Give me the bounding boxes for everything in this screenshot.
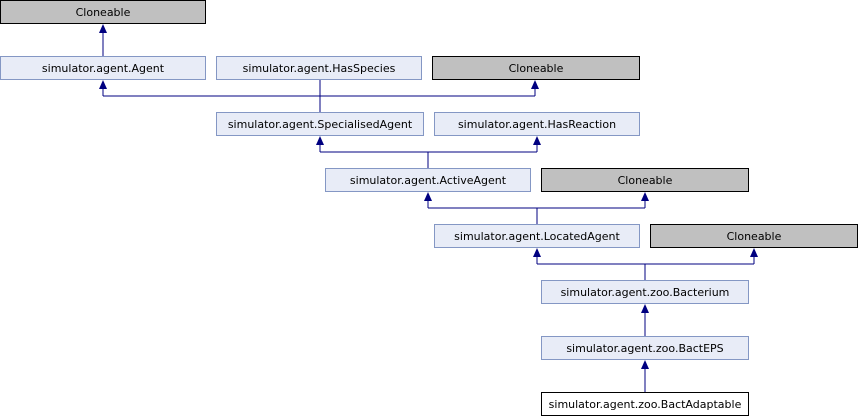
arrowhead [533, 136, 541, 145]
node-agent[interactable]: simulator.agent.Agent [0, 56, 206, 80]
arrowhead [641, 360, 649, 369]
arrowhead [750, 248, 758, 257]
node-bacterium[interactable]: simulator.agent.zoo.Bacterium [541, 280, 749, 304]
node-bact-adaptable: simulator.agent.zoo.BactAdaptable [541, 392, 749, 416]
node-active-agent[interactable]: simulator.agent.ActiveAgent [325, 168, 531, 192]
arrowhead [316, 136, 324, 145]
node-cloneable-4: Cloneable [650, 224, 858, 248]
node-bact-eps[interactable]: simulator.agent.zoo.BactEPS [541, 336, 749, 360]
node-specialised-agent[interactable]: simulator.agent.SpecialisedAgent [216, 112, 424, 136]
arrowhead [533, 248, 541, 257]
node-cloneable-top: Cloneable [0, 0, 206, 24]
arrowhead [424, 192, 432, 201]
node-cloneable-2: Cloneable [432, 56, 640, 80]
arrowhead [99, 24, 107, 33]
arrowhead [641, 192, 649, 201]
node-has-reaction[interactable]: simulator.agent.HasReaction [434, 112, 640, 136]
arrowhead [641, 304, 649, 313]
arrowhead [531, 80, 539, 89]
node-located-agent[interactable]: simulator.agent.LocatedAgent [434, 224, 640, 248]
node-cloneable-3: Cloneable [541, 168, 749, 192]
node-has-species[interactable]: simulator.agent.HasSpecies [216, 56, 422, 80]
arrowhead [99, 80, 107, 89]
